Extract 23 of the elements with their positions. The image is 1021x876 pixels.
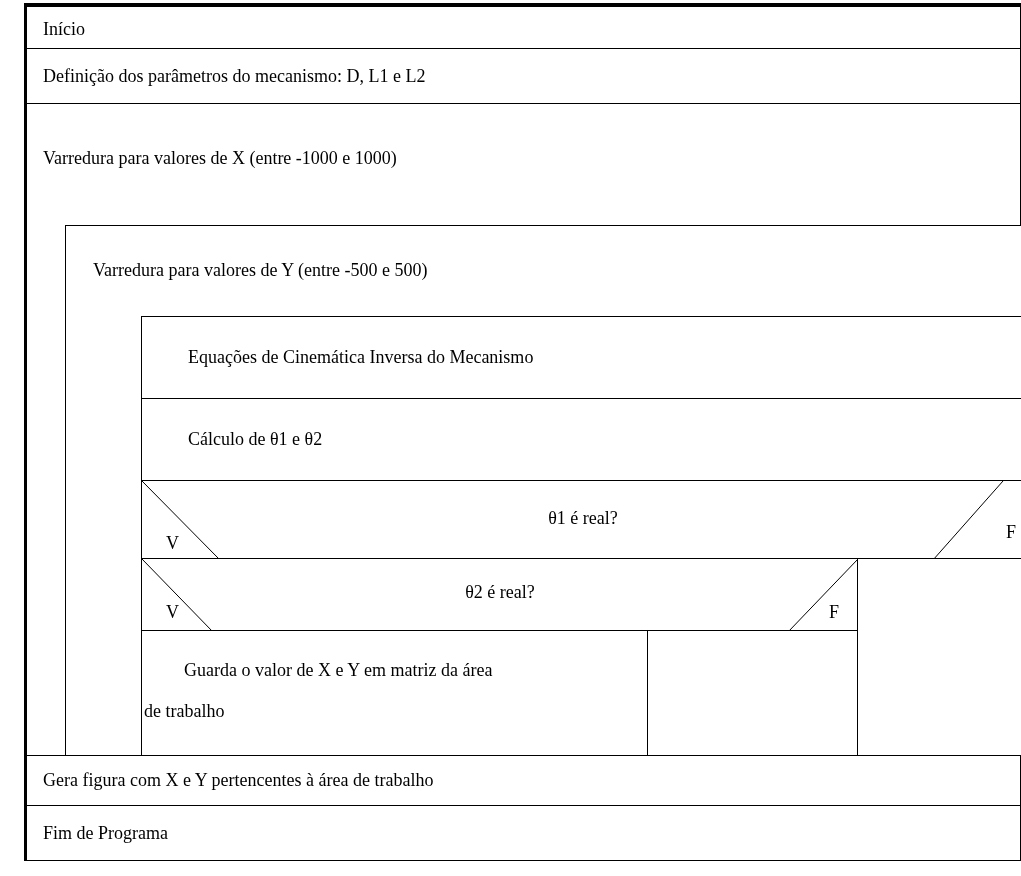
process-box bbox=[24, 48, 1021, 104]
step-text: θ1 é real? bbox=[548, 507, 618, 529]
process-box bbox=[24, 3, 1021, 49]
step-text: Cálculo de θ1 e θ2 bbox=[188, 428, 323, 450]
step-text: Varredura para valores de X (entre -1000 e 1000) bbox=[43, 147, 397, 169]
loop-box bbox=[24, 103, 1021, 756]
step-text: Fim de Programa bbox=[43, 822, 168, 844]
branch-label: V bbox=[166, 601, 179, 623]
branch-label: V bbox=[166, 532, 179, 554]
process-box bbox=[24, 805, 1021, 861]
loop-box bbox=[65, 225, 1021, 756]
decision-box bbox=[141, 558, 858, 631]
step-text: Gera figura com X e Y pertencentes à área de trabalho bbox=[43, 769, 434, 791]
step-text: Início bbox=[43, 18, 85, 40]
step-text: Definição dos parâmetros do mecanismo: D, L1 e L2 bbox=[43, 65, 426, 87]
process-box bbox=[141, 316, 1021, 399]
process-box bbox=[24, 755, 1021, 806]
step-text: θ2 é real? bbox=[465, 581, 535, 603]
branch-label: F bbox=[829, 601, 839, 623]
branch-label: F bbox=[1006, 521, 1016, 543]
step-text: Varredura para valores de Y (entre -500 e 500) bbox=[93, 259, 428, 281]
step-text: Guarda o valor de X e Y em matriz da área de trabalho bbox=[144, 659, 494, 723]
step-text: Equações de Cinemática Inversa do Mecanismo bbox=[188, 346, 534, 368]
